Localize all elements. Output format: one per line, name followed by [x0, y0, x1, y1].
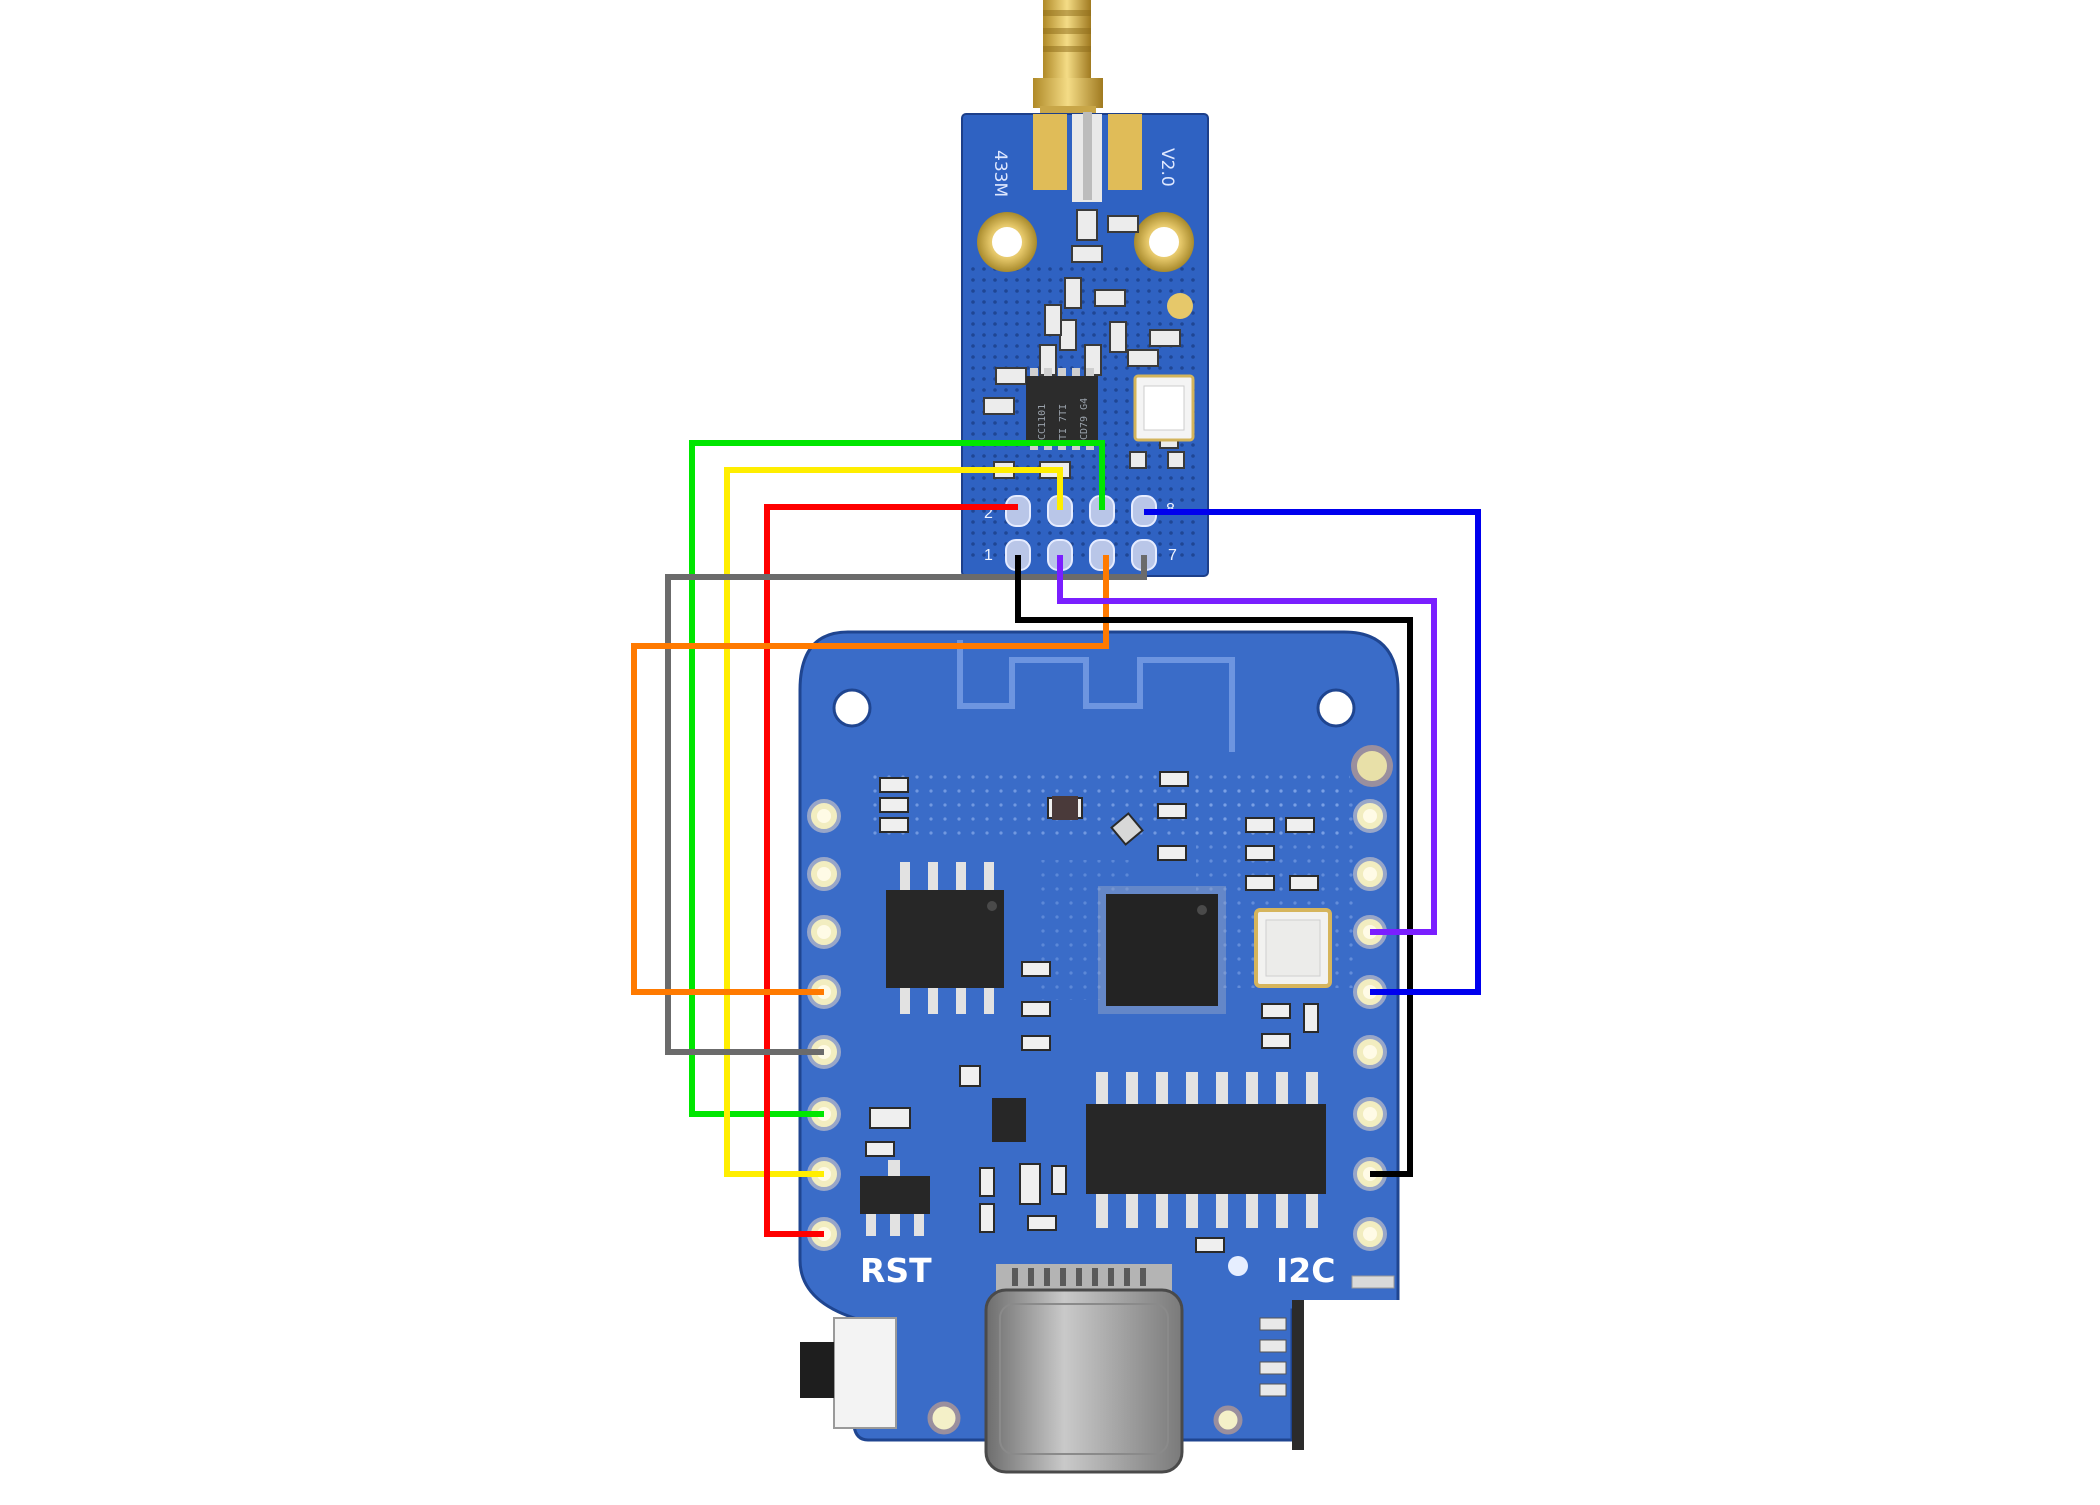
regulator-chip [860, 1176, 930, 1214]
wire-black [1015, 555, 1413, 1177]
version-label: V2.0 [1157, 148, 1177, 187]
small-ic [992, 1098, 1026, 1142]
wire-red [764, 504, 1018, 1237]
mounting-hole [832, 688, 872, 728]
pin-number-7: 7 [1168, 547, 1177, 564]
chip-marking-line-2: TI 7TI [1058, 404, 1069, 440]
sma-antenna-connector [1033, 0, 1103, 116]
pin-number-1: 1 [984, 547, 993, 564]
wire-green [689, 440, 1105, 1117]
wire-gray [665, 555, 1147, 1055]
flash-chip [886, 862, 1004, 1014]
usb-uart-chip [1086, 1072, 1326, 1228]
wire-yellow [724, 467, 1063, 1177]
connection-wires [631, 440, 1481, 1237]
chip-marking-line-3: CD79 G4 [1079, 398, 1090, 440]
power-slide-switch[interactable] [800, 1317, 897, 1429]
wire-orange [631, 555, 1109, 995]
cc1101-chip: CC1101 TI 7TI CD79 G4 [1026, 368, 1098, 450]
main-mcu-chip [1098, 886, 1226, 1014]
rf-module: 433M V2.0 [961, 0, 1209, 577]
mounting-hole [1316, 688, 1356, 728]
chip-marking-line-1: CC1101 [1037, 404, 1048, 440]
right-header-pins [1353, 799, 1387, 1251]
i2c-label: I2C [1276, 1251, 1335, 1290]
reset-label: RST [860, 1251, 932, 1290]
left-header-pins [807, 799, 841, 1251]
wire-purple [1057, 555, 1437, 935]
frequency-label: 433M [990, 150, 1010, 197]
wire-blue [1144, 509, 1481, 995]
pin-number-2: 2 [984, 505, 993, 522]
usb-c-connector [984, 1264, 1184, 1474]
side-connector [1259, 1275, 1400, 1450]
mcu-board: RST I2C [798, 630, 1400, 1474]
